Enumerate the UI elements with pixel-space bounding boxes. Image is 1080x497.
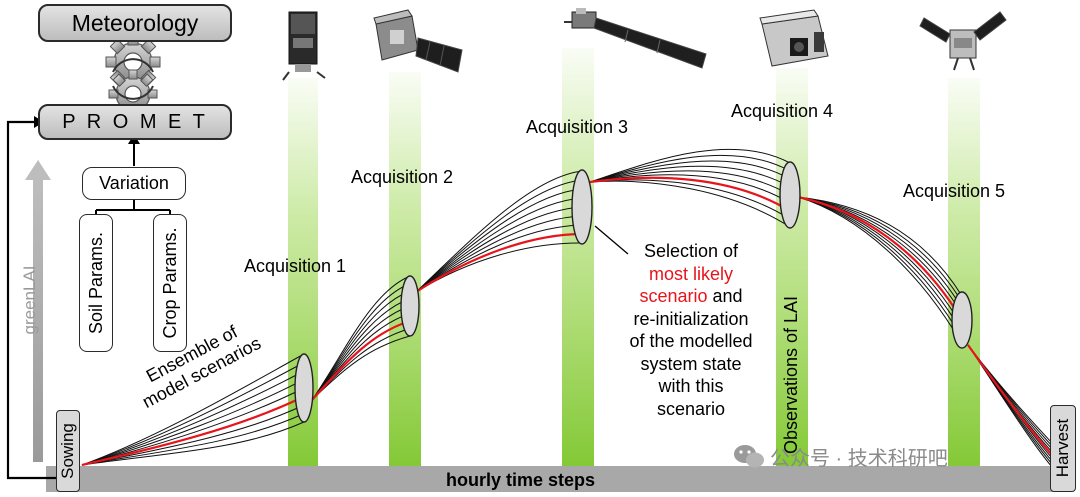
ensemble-member-curve	[797, 196, 963, 309]
ensemble-member-curve	[415, 233, 583, 293]
observation-ellipse-3	[571, 169, 593, 245]
beam-5	[948, 78, 980, 470]
selection-line-8: scenario	[656, 398, 726, 419]
selection-line-7: with this	[658, 376, 724, 396]
selection-line-3: scenario and	[606, 285, 776, 308]
selection-line-2: most likely	[648, 263, 733, 284]
ensemble-member-curve	[415, 215, 583, 293]
promet-label: P R O M E T	[62, 110, 208, 133]
crop-params-label: Crop Params.	[160, 227, 180, 339]
acquisition-3-label: Acquisition 3	[526, 117, 629, 137]
ensemble-member-curve	[81, 421, 305, 466]
sowing-box	[56, 410, 80, 492]
y-axis-arrow	[25, 160, 51, 462]
observation-ellipses	[294, 161, 973, 423]
selection-line-3-highlight: scenario	[639, 286, 708, 306]
watermark: 公众号 · 技术科研吧	[770, 448, 948, 470]
beam-2	[389, 72, 421, 470]
acquisition-5-label: Acquisition 5	[903, 181, 1006, 201]
observation-ellipse-4	[779, 161, 801, 229]
observation-ellipse-5	[951, 291, 973, 349]
observation-ellipse-1	[294, 353, 314, 423]
ensemble-member-curve	[81, 379, 305, 466]
ensemble-member-curve	[589, 180, 791, 228]
satellite-4-icon	[759, 9, 829, 67]
ensemble-member-curve	[589, 170, 791, 196]
most-likely-scenario-curve	[81, 395, 305, 467]
ensemble-member-curve	[797, 196, 963, 345]
ensemble-member-curve	[81, 370, 305, 466]
most-likely-scenario-curve	[797, 195, 963, 321]
ensemble-member-curve	[967, 344, 1053, 444]
sowing-label: Sowing	[58, 423, 77, 479]
meteorology-box: Meteorology	[38, 4, 232, 42]
most-likely-scenario-curve	[415, 232, 583, 293]
time-axis-bar	[46, 466, 1070, 492]
gear-icon	[105, 34, 161, 112]
selection-text: Selection of most likely scenario and re…	[606, 240, 776, 420]
most-likely-scenario-curve	[311, 319, 411, 401]
selection-line-5: of the modelled	[629, 331, 753, 351]
observations-label: Observations of LAI	[781, 295, 801, 455]
y-axis-label: greenLAI	[20, 265, 39, 335]
ensemble-member-curve	[415, 206, 583, 293]
selection-line-4: re-initialization	[633, 308, 749, 329]
most-likely-scenario-curve	[589, 176, 791, 212]
ensemble-member-curve	[967, 344, 1053, 447]
ensemble-member-curve	[797, 196, 963, 303]
meteorology-label: Meteorology	[71, 9, 199, 36]
satellite-3-icon	[564, 8, 707, 69]
harvest-label: Harvest	[1053, 418, 1072, 478]
ensemble-member-curve	[81, 413, 305, 466]
soil-params-box	[79, 214, 113, 352]
ensemble-member-curve	[415, 188, 583, 293]
ensemble-member-curve	[589, 177, 791, 212]
harvest-box	[1050, 405, 1076, 492]
ensemble-member-curve	[589, 148, 791, 183]
ensemble-member-curve	[415, 197, 583, 293]
beam-4	[776, 68, 808, 470]
promet-box: P R O M E T	[38, 104, 232, 140]
beam-3	[562, 48, 594, 470]
ensemble-member-curve	[81, 353, 305, 466]
crop-params-box	[153, 214, 187, 352]
ensemble-curves	[81, 148, 1053, 468]
most-likely-scenario-curve	[967, 344, 1053, 456]
ensemble-member-curve	[797, 196, 963, 315]
acquisition-1-label: Acquisition 1	[244, 256, 347, 276]
selection-line-1: Selection of	[643, 241, 739, 261]
satellite-2-icon	[373, 9, 463, 73]
ensemble-member-curve	[589, 179, 791, 220]
observation-beams	[288, 48, 980, 470]
ensemble-member-curve	[797, 196, 963, 333]
ensemble-member-curve	[415, 170, 583, 293]
ensemble-member-curve	[415, 179, 583, 293]
acquisition-4-label: Acquisition 4	[731, 101, 834, 121]
variation-label: Variation	[99, 173, 169, 193]
ensemble-member-curve	[797, 196, 963, 339]
observation-ellipse-2	[400, 275, 420, 337]
ensemble-member-curve	[589, 160, 791, 183]
selection-line-3-rest: and	[707, 286, 743, 306]
satellite-5-icon	[919, 11, 1007, 71]
ensemble-member-curve	[589, 165, 791, 188]
wechat-icon	[734, 445, 764, 468]
soil-params-label: Soil Params.	[86, 231, 106, 335]
x-axis-label: hourly time steps	[446, 470, 596, 490]
satellite-1-icon	[282, 11, 326, 81]
ensemble-member-curve	[797, 196, 963, 297]
variation-box: Variation	[82, 167, 186, 200]
ensemble-member-curve	[589, 154, 791, 183]
ensemble-member-curve	[81, 362, 305, 466]
selection-line-6: system state	[640, 353, 742, 374]
selection-leader-line	[594, 225, 629, 255]
acquisition-2-label: Acquisition 2	[351, 167, 454, 187]
